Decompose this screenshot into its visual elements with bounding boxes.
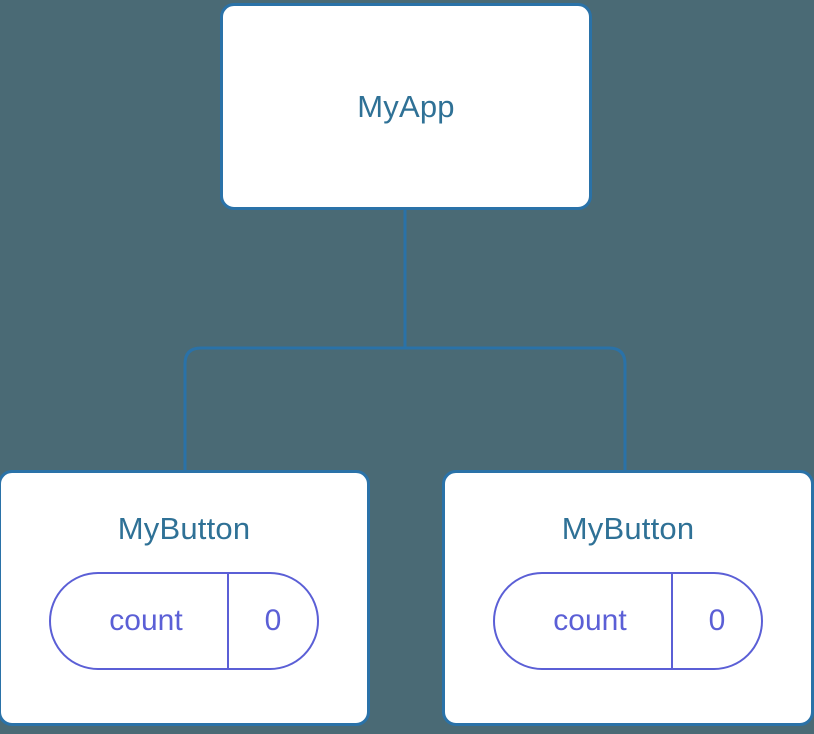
node-title: MyButton: [561, 511, 695, 546]
state-key: count: [553, 604, 627, 637]
state-value: 0: [671, 574, 761, 668]
state-value: 0: [227, 574, 317, 668]
tree-node-mybutton-0[interactable]: MyButton count 0: [0, 470, 370, 726]
tree-node-myapp[interactable]: MyApp: [220, 3, 592, 210]
state-key: count: [109, 604, 183, 637]
state-pill[interactable]: count 0: [49, 572, 319, 670]
edge-root-to-children: [183, 210, 627, 470]
state-pill[interactable]: count 0: [493, 572, 763, 670]
node-title: MyButton: [117, 511, 251, 546]
tree-node-mybutton-1[interactable]: MyButton count 0: [442, 470, 814, 726]
node-title: MyApp: [357, 89, 455, 124]
